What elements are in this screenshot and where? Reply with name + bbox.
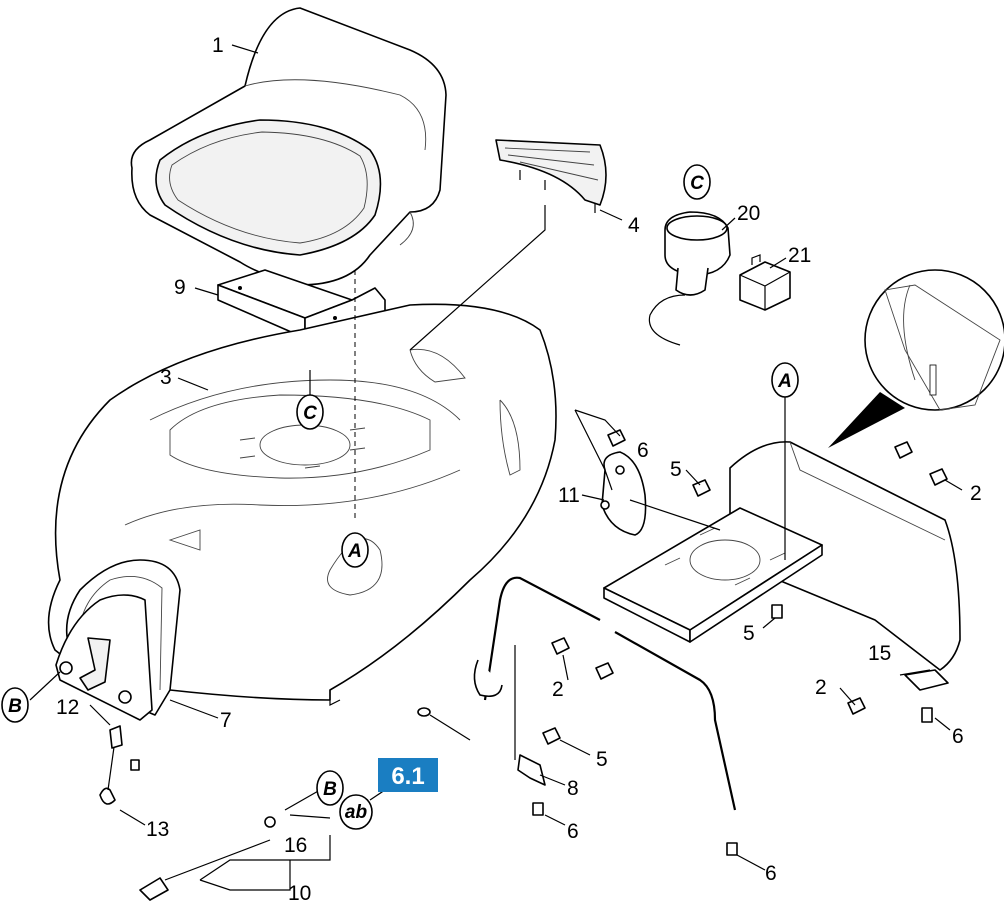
connector-part <box>739 254 791 311</box>
svg-text:B: B <box>323 779 337 800</box>
part-label-15: 15 <box>868 642 891 665</box>
part-label-1: 1 <box>212 34 224 57</box>
part-label-2: 2 <box>552 678 564 701</box>
callout-C-2: C <box>683 164 711 200</box>
section-badge: 6.1 <box>378 758 438 792</box>
part-label-5: 5 <box>596 748 608 771</box>
svg-text:C: C <box>690 173 704 194</box>
part-label-11: 11 <box>558 484 580 507</box>
part-label-2: 2 <box>815 676 827 699</box>
bracket-11-part <box>600 451 647 536</box>
leader-lines <box>29 44 963 891</box>
part-label-6: 6 <box>765 862 777 885</box>
part-numbers: 1 2 2 2 3 4 5 5 5 6 6 6 6 7 8 9 10 11 12… <box>56 34 982 905</box>
part-label-8: 8 <box>567 777 579 800</box>
seat-part <box>130 7 447 286</box>
callout-ab: ab <box>339 794 373 830</box>
seat-switch-part <box>648 211 731 346</box>
svg-text:A: A <box>347 541 362 562</box>
rod-right-part <box>614 631 737 811</box>
rod-left-part <box>473 576 601 701</box>
hardware-parts <box>99 429 949 901</box>
callout-A-1: A <box>341 532 369 568</box>
part-label-9: 9 <box>174 276 186 299</box>
part-label-2: 2 <box>970 482 982 505</box>
pedal-cover-part <box>495 139 607 213</box>
side-cover-part <box>729 441 961 671</box>
svg-text:ab: ab <box>345 802 368 823</box>
part-label-6: 6 <box>567 820 579 843</box>
rear-panel-part <box>55 559 181 721</box>
part-label-10: 10 <box>288 882 311 905</box>
callout-B-2: B <box>316 770 344 806</box>
callout-B-1: B <box>1 687 29 723</box>
part-label-13: 13 <box>146 818 169 841</box>
part-label-4: 4 <box>628 214 640 237</box>
part-label-12: 12 <box>56 696 79 719</box>
part-label-3: 3 <box>160 366 172 389</box>
detail-magnifier <box>828 269 1004 448</box>
svg-text:C: C <box>303 403 317 424</box>
part-label-16: 16 <box>284 834 307 857</box>
callout-A-2: A <box>771 362 799 398</box>
part-label-7: 7 <box>220 709 232 732</box>
mounting-plate-part <box>603 507 823 643</box>
part-label-5: 5 <box>670 458 682 481</box>
part-label-6: 6 <box>952 725 964 748</box>
part-label-20: 20 <box>737 202 760 225</box>
callout-C-1: C <box>296 394 324 430</box>
part-label-5: 5 <box>743 622 755 645</box>
svg-text:A: A <box>777 371 792 392</box>
part-label-6: 6 <box>637 439 649 462</box>
svg-text:B: B <box>8 696 22 717</box>
svg-text:6.1: 6.1 <box>391 763 424 790</box>
part-label-21: 21 <box>788 244 811 267</box>
